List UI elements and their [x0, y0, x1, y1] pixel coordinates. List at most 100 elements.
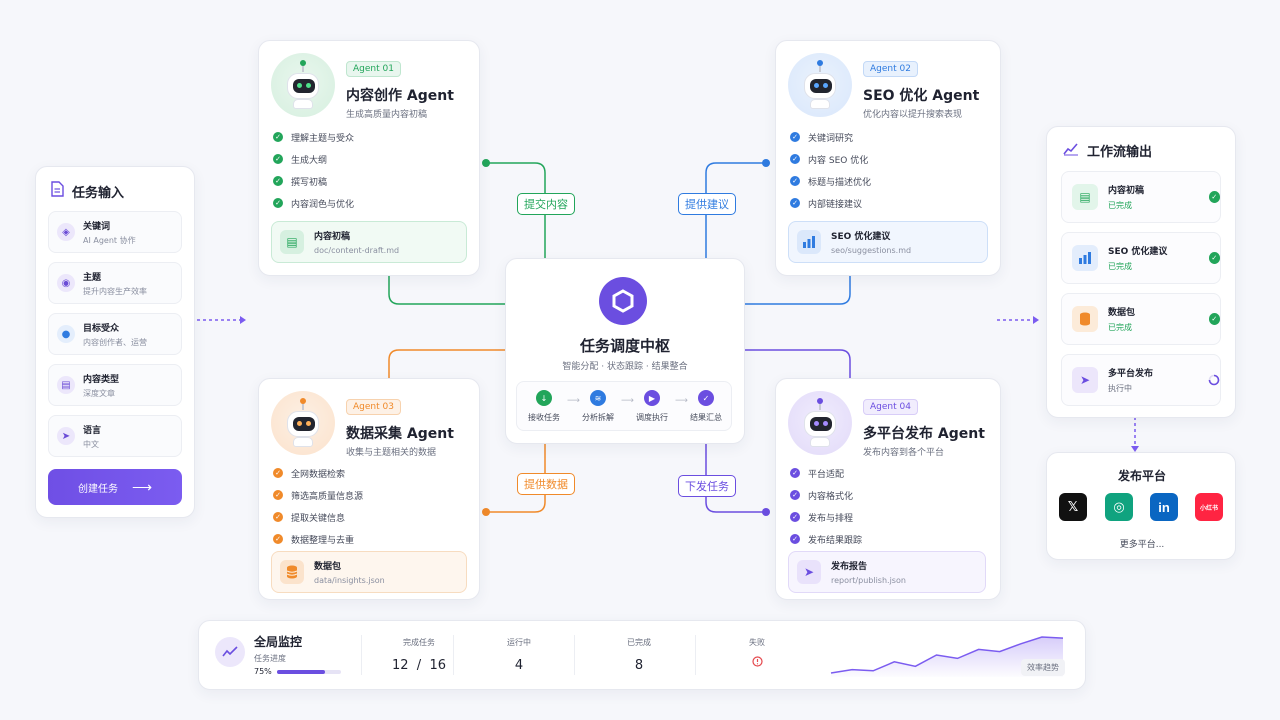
check-icon: ✓ [273, 534, 283, 544]
trend-chart-icon [1063, 142, 1079, 160]
hub-step-flow: ↓ 接收任务 ⟶ ≋ 分析拆解 ⟶ ▶ 调度执行 ⟶ ✓ 结果汇总 [516, 381, 732, 431]
agent-output-file[interactable]: 数据包 data/insights.json [271, 551, 467, 593]
agent-card-seo-optimization[interactable]: Agent 02 SEO 优化 Agent 优化内容以提升搜索表现 ✓关键词研究… [775, 40, 1001, 276]
create-task-label: 创建任务 [77, 483, 118, 495]
check-circle-icon: ✓ [1208, 191, 1220, 203]
output-path: report/publish.json [831, 576, 906, 585]
bar-chart-icon [797, 230, 821, 254]
robot-avatar [271, 391, 335, 455]
list-item: ✓提取关键信息 [273, 506, 363, 528]
arrow-right-icon: ⟶ [131, 478, 153, 495]
document-icon: ▤ [57, 376, 75, 394]
output-label: 数据包 [314, 562, 342, 572]
check-circle-icon: ✓ [1208, 252, 1220, 264]
agent-output-file[interactable]: ➤ 发布报告 report/publish.json [788, 551, 986, 593]
input-language-label: 语言 [83, 425, 102, 436]
agent-subtitle: 收集与主题相关的数据 [346, 448, 437, 458]
monitor-title: 全局监控 [254, 635, 303, 649]
download-icon: ↓ [536, 390, 552, 406]
check-icon: ✓ [273, 512, 283, 522]
monitor-completed-tasks: 完成任务 12 / 16 [369, 637, 469, 673]
layers-icon: ≋ [590, 390, 606, 406]
output-item-content-draft[interactable]: ▤ 内容初稿 已完成 ✓ [1061, 171, 1221, 223]
monitor-completed-tasks-value: 12 / 16 [392, 658, 446, 673]
output-item-label: SEO 优化建议 [1108, 247, 1168, 257]
input-topic[interactable]: ◉ 主题 提升内容生产效率 [48, 262, 182, 304]
check-icon: ✓ [698, 390, 714, 406]
monitor-running-label: 运行中 [507, 638, 531, 647]
bar-chart-icon [1072, 245, 1098, 271]
check-icon: ✓ [790, 534, 800, 544]
arrow-right-icon: ⟶ [567, 396, 580, 406]
task-input-title: 任务输入 [72, 185, 125, 201]
hub-title: 任务调度中枢 [579, 337, 670, 355]
task-dispatch-hub: 任务调度中枢 智能分配 · 状态跟踪 · 结果整合 ↓ 接收任务 ⟶ ≋ 分析拆… [505, 258, 745, 444]
list-item: ✓平台适配 [790, 462, 862, 484]
input-language[interactable]: ➤ 语言 中文 [48, 415, 182, 457]
monitor-progress-fill [277, 670, 325, 674]
play-icon: ▶ [644, 390, 660, 406]
output-item-status: 执行中 [1108, 384, 1132, 393]
list-item: ✓数据整理与去重 [273, 528, 363, 550]
agent-task-list: ✓关键词研究 ✓内容 SEO 优化 ✓标题与描述优化 ✓内部链接建议 [790, 126, 871, 214]
agent-card-data-collection[interactable]: Agent 03 数据采集 Agent 收集与主题相关的数据 ✓全网数据检索 ✓… [258, 378, 480, 600]
create-task-button[interactable]: 创建任务 ⟶ [48, 469, 182, 505]
input-language-value: 中文 [83, 439, 99, 449]
check-icon: ✓ [273, 154, 283, 164]
agent-tag: Agent 01 [346, 61, 401, 77]
agent-output-file[interactable]: ▤ 内容初稿 doc/content-draft.md [271, 221, 467, 263]
loading-spinner-icon [1208, 371, 1220, 390]
check-icon: ✓ [273, 468, 283, 478]
list-item: ✓撰写初稿 [273, 170, 354, 192]
x-logo-icon[interactable]: 𝕏 [1059, 493, 1087, 521]
send-icon: ➤ [1072, 367, 1098, 393]
agent-subtitle: 发布内容到各个平台 [863, 448, 945, 458]
connector-label-dispatch-task: 下发任务 [678, 475, 736, 497]
output-label: 内容初稿 [314, 232, 351, 242]
document-icon: ▤ [280, 230, 304, 254]
agent-tag: Agent 02 [863, 61, 918, 77]
document-icon: ▤ [1072, 184, 1098, 210]
output-item-label: 多平台发布 [1108, 369, 1154, 379]
check-circle-icon: ✓ [1208, 313, 1220, 325]
check-icon: ✓ [790, 154, 800, 164]
xiaohongshu-logo-icon[interactable]: 小红书 [1195, 493, 1223, 521]
monitor-icon-badge [215, 637, 245, 667]
output-item-seo-suggestions[interactable]: SEO 优化建议 已完成 ✓ [1061, 232, 1221, 284]
agent-card-multi-platform-publish[interactable]: Agent 04 多平台发布 Agent 发布内容到各个平台 ✓平台适配 ✓内容… [775, 378, 1001, 600]
input-topic-label: 主题 [83, 272, 102, 283]
agent-output-file[interactable]: SEO 优化建议 seo/suggestions.md [788, 221, 988, 263]
more-platforms-link[interactable]: 更多平台... [1119, 540, 1165, 550]
tag-icon: ◈ [57, 223, 75, 241]
list-item: ✓理解主题与受众 [273, 126, 354, 148]
agent-task-list: ✓全网数据检索 ✓筛选高质量信息源 ✓提取关键信息 ✓数据整理与去重 [273, 462, 363, 550]
agent-subtitle: 优化内容以提升搜索表现 [863, 110, 963, 120]
agent-tag: Agent 03 [346, 399, 401, 415]
linkedin-logo-icon[interactable]: in [1150, 493, 1178, 521]
input-audience[interactable]: ● 目标受众 内容创作者、运营 [48, 313, 182, 355]
output-item-multi-platform-publish[interactable]: ➤ 多平台发布 执行中 [1061, 354, 1221, 406]
output-item-status: 已完成 [1108, 262, 1132, 271]
output-item-data-package[interactable]: 数据包 已完成 ✓ [1061, 293, 1221, 345]
connector-label-provide-suggestions: 提供建议 [678, 193, 736, 215]
workflow-output-title: 工作流输出 [1087, 145, 1153, 160]
check-icon: ✓ [790, 176, 800, 186]
agent-tag: Agent 04 [863, 399, 918, 415]
robot-avatar [271, 53, 335, 117]
robot-avatar [788, 53, 852, 117]
send-icon: ➤ [797, 560, 821, 584]
alert-circle-icon [707, 656, 807, 671]
output-label: 发布报告 [831, 562, 868, 572]
input-keyword[interactable]: ◈ 关键词 AI Agent 协作 [48, 211, 182, 253]
input-content-type[interactable]: ▤ 内容类型 深度文章 [48, 364, 182, 406]
check-icon: ✓ [790, 490, 800, 500]
agent-card-content-creation[interactable]: Agent 01 内容创作 Agent 生成高质量内容初稿 ✓理解主题与受众 ✓… [258, 40, 480, 276]
hub-step-summarize: ✓ 结果汇总 [683, 390, 729, 423]
agent-task-list: ✓理解主题与受众 ✓生成大纲 ✓撰写初稿 ✓内容润色与优化 [273, 126, 354, 214]
check-icon: ✓ [790, 132, 800, 142]
chatgpt-logo-icon[interactable]: ◎ [1105, 493, 1133, 521]
connector-label-provide-data: 提供数据 [517, 473, 575, 495]
check-icon: ✓ [273, 132, 283, 142]
database-icon [1072, 306, 1098, 332]
agent-title: 内容创作 Agent [346, 88, 454, 104]
